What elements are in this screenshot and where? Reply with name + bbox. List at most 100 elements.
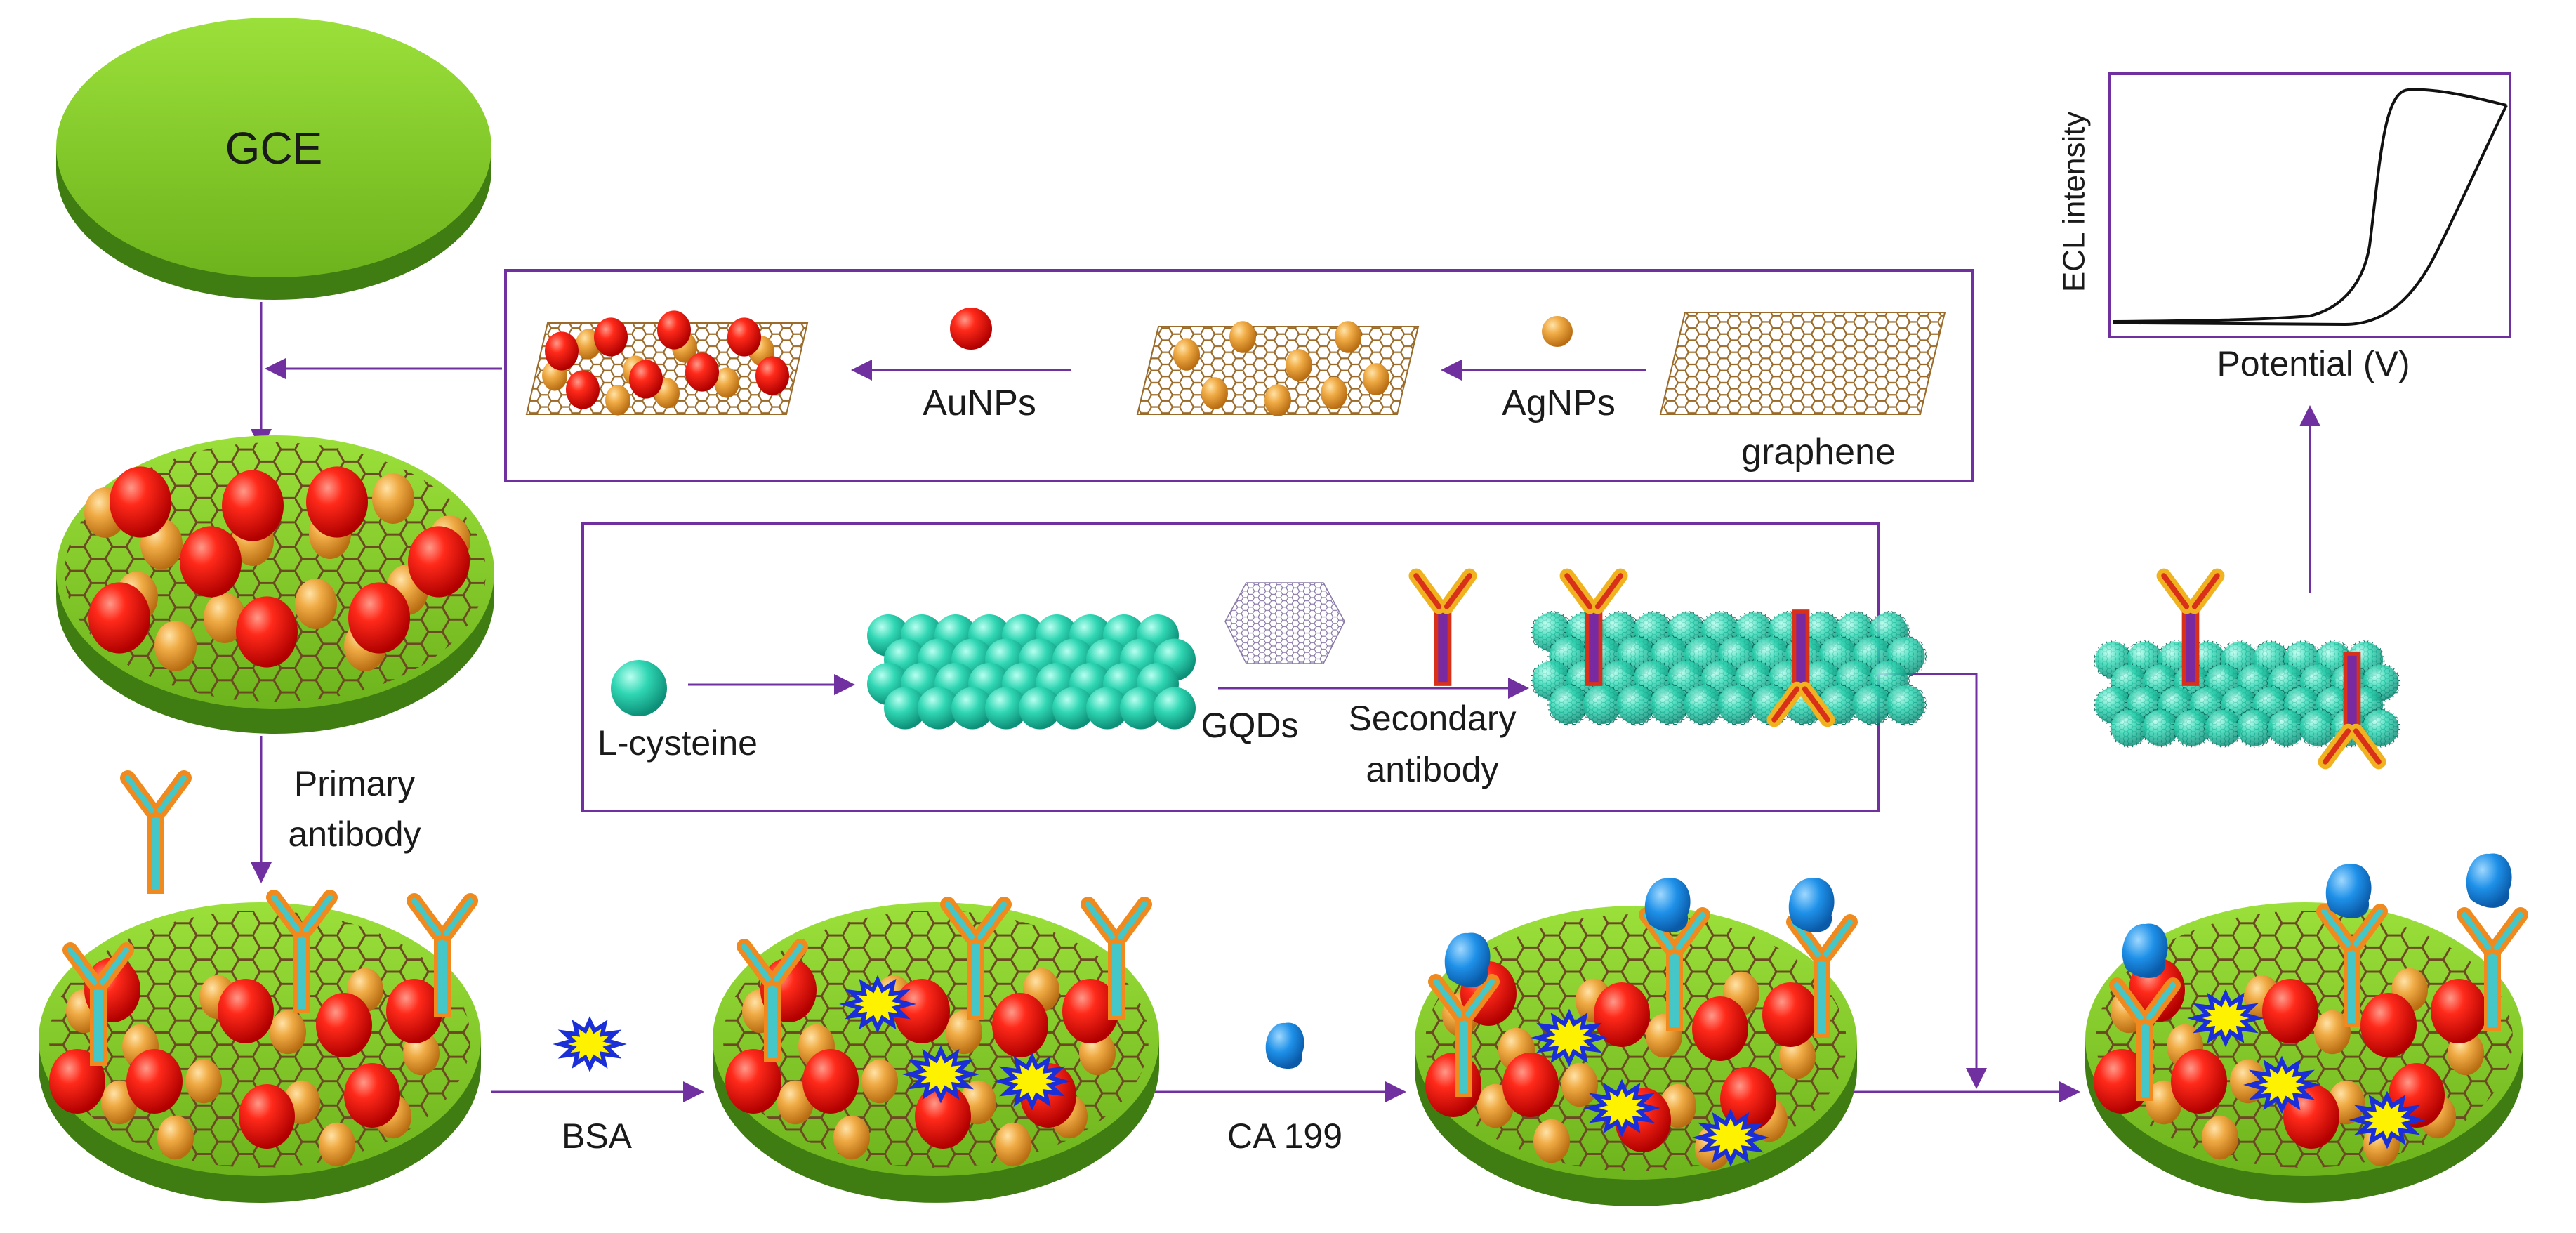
gqd-icon: [1224, 582, 1345, 664]
ecl-curve-forward: [2113, 88, 2507, 323]
agnp-particle: [319, 1122, 355, 1167]
aunp-particle: [1720, 1067, 1776, 1131]
secondary-antibody-icon: [1559, 568, 1628, 686]
bsa-icon: [2349, 1090, 2426, 1149]
agnp-particle: [372, 473, 414, 524]
cysteine-sphere: [1086, 687, 1128, 730]
aunp-particle: [110, 466, 171, 538]
aunp-particle: [306, 466, 368, 538]
aunp-particle: [2262, 979, 2318, 1043]
aunp-particle: [180, 526, 242, 598]
cysteine-sphere-fill: [1886, 685, 1925, 725]
agnp-particle: [185, 1059, 222, 1104]
bsa-icon: [902, 1045, 979, 1104]
bsa-icon: [2243, 1055, 2320, 1114]
agnp-particle: [861, 1059, 898, 1104]
aunp-particle: [2094, 1049, 2150, 1114]
agnp-particle: [1335, 321, 1361, 353]
cysteine-sphere-fill: [1616, 685, 1656, 725]
ca199-antigen-icon: [1788, 878, 1835, 932]
aunps-label: AuNPs: [923, 383, 1036, 423]
cysteine-sphere-fill: [2142, 709, 2179, 746]
antibody-icon: [940, 897, 1012, 1020]
agnp-particle: [1321, 377, 1347, 409]
bsa-icon: [1583, 1079, 1660, 1138]
agnp-particle: [1229, 321, 1256, 353]
gce-electrode: [56, 18, 491, 300]
agnp-particle: [1201, 377, 1228, 409]
secondary-antibody-label-line2: antibody: [1366, 750, 1499, 789]
aunp-particle: [2360, 993, 2417, 1057]
cysteine-sphere-fill: [2111, 709, 2148, 746]
ca199-antigen-icon: [1444, 932, 1491, 987]
aunp-particle: [915, 1084, 971, 1149]
aunp-particle: [727, 317, 761, 357]
aunp-particle: [88, 582, 150, 654]
aunp-particle: [992, 993, 1048, 1057]
agnp-particle: [204, 593, 246, 643]
aunp-particle: [2171, 1049, 2227, 1114]
aunp-particle: [894, 979, 950, 1043]
antibody-icon: [407, 893, 478, 1017]
bsa-icon: [2187, 989, 2264, 1048]
graphene-label: graphene: [1741, 432, 1896, 473]
bsa-icon: [1531, 1008, 1608, 1067]
agnps-label: AgNPs: [1502, 383, 1616, 423]
aunp-particle: [566, 370, 600, 409]
l-cysteine-icon: [611, 660, 667, 716]
aunp-particle: [1594, 982, 1650, 1047]
aunp-particle: [657, 310, 691, 350]
agnp-particle: [2202, 1115, 2238, 1160]
agnp-particle: [1363, 363, 1389, 395]
aunp-particle: [239, 1084, 295, 1149]
ca199-antigen-icon: [1265, 1022, 1304, 1069]
cysteine-sphere-fill: [2236, 709, 2273, 746]
aunp-particle: [348, 582, 410, 654]
antibody-icon: [62, 942, 134, 1066]
arrow-probe-to-final: [1878, 673, 1987, 1089]
cysteine-sphere-fill: [1650, 685, 1689, 725]
aunp-icon: [950, 308, 992, 350]
agnp-particle: [714, 367, 739, 398]
ca199-antigen-icon: [2325, 864, 2372, 918]
graphene-sheet-bare: [1659, 312, 1946, 415]
aunp-particle: [685, 352, 719, 392]
agnp-particle: [154, 621, 197, 671]
aunp-particle: [222, 470, 284, 541]
cysteine-sphere: [918, 687, 960, 730]
agnp-particle: [833, 1115, 870, 1160]
aunp-particle: [316, 993, 372, 1057]
aunp-particle: [1692, 996, 1748, 1061]
aunp-particle: [594, 317, 628, 357]
primary-antibody-label-line2: antibody: [288, 815, 421, 854]
agnp-particle: [605, 385, 630, 416]
secondary-antibody-icon: [2156, 568, 2225, 686]
aunp-particle: [344, 1063, 400, 1128]
aunp-particle: [218, 979, 274, 1043]
aunp-particle: [236, 596, 298, 668]
agnp-particle: [1173, 338, 1200, 371]
bsa-icon: [553, 1016, 627, 1072]
cysteine-sphere-fill: [1549, 685, 1588, 725]
agnp-particle: [946, 1010, 982, 1055]
antibody-icon: [1786, 914, 1858, 1038]
secondary-antibody-icon: [2318, 652, 2386, 770]
cysteine-sphere: [1154, 687, 1196, 730]
ca199-antigen-icon: [1644, 878, 1691, 932]
cysteine-sphere: [985, 687, 1027, 730]
nanocomposite-box: [504, 269, 1974, 482]
primary-antibody-label-line1: Primary: [293, 764, 416, 803]
ecl-ylabel: ECL intensity: [2056, 111, 2092, 293]
agnp-particle: [1264, 384, 1291, 416]
antibody-icon: [120, 770, 192, 894]
antibody-icon: [737, 939, 808, 1062]
ecl-curve-reverse: [2113, 105, 2508, 327]
secondary-antibody-icon: [1408, 568, 1477, 686]
aunp-particle: [1762, 982, 1818, 1047]
agnp-particle: [1561, 1062, 1598, 1107]
secondary-antibody-icon: [1766, 609, 1835, 727]
antibody-icon: [2457, 907, 2528, 1031]
cysteine-sphere-fill: [1852, 685, 1891, 725]
agnp-particle: [2314, 1010, 2351, 1055]
